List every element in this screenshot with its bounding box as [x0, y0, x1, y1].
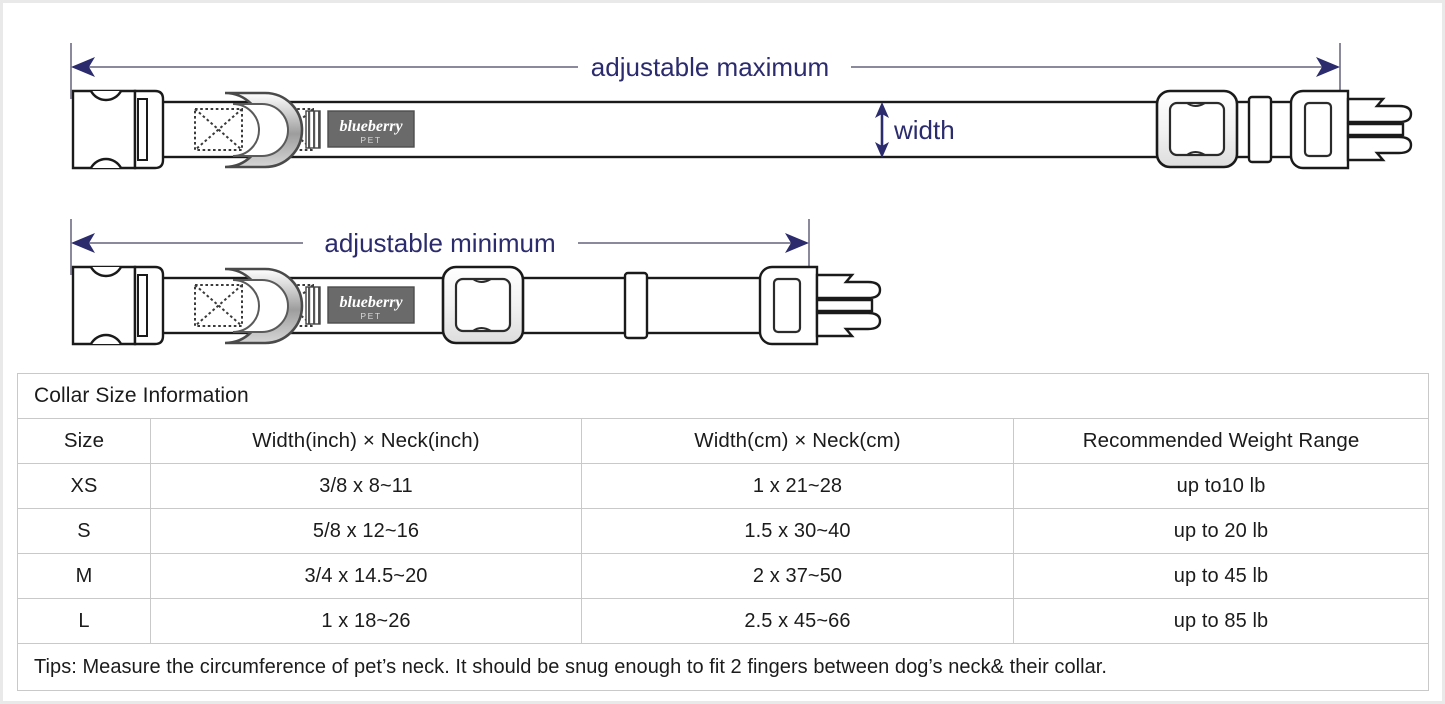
table-tips-row: Tips: Measure the circumference of pet’s…: [16, 643, 1430, 691]
header-size: Size: [17, 418, 151, 464]
slider-buckle-max: [1155, 89, 1239, 169]
cell-size: XS: [17, 463, 151, 509]
ribbed-keeper-max: [305, 110, 321, 149]
d-ring-inner-min: [232, 279, 289, 333]
buckle-notch-top-max: [89, 90, 123, 102]
brand-tag-max: blueberry PET: [327, 110, 415, 148]
buckle-prong-bottom-min: [815, 311, 882, 338]
table-row: XS 3/8 x 8~11 1 x 21~28 up to10 lb: [17, 463, 1430, 509]
cell-weight: up to10 lb: [1012, 463, 1430, 509]
arrow-width-down: [875, 142, 889, 158]
arrow-left-max: [71, 57, 95, 77]
table-title: Collar Size Information: [16, 373, 1430, 419]
brand-tag-name-min: blueberry: [339, 294, 403, 311]
label-adjustable-maximum: adjustable maximum: [591, 52, 829, 82]
header-weight-range: Recommended Weight Range: [1012, 418, 1430, 464]
header-width-inch: Width(inch) × Neck(inch): [150, 418, 582, 464]
cell-inch: 5/8 x 12~16: [150, 508, 582, 554]
brand-tag-name-max: blueberry: [339, 118, 403, 135]
cell-cm: 1.5 x 30~40: [581, 508, 1014, 554]
buckle-notch-top-min: [89, 266, 123, 278]
slider-buckle-min: [441, 265, 525, 345]
cell-weight: up to 20 lb: [1012, 508, 1430, 554]
buckle-prong-mid-max: [1346, 122, 1405, 137]
table-row: M 3/4 x 14.5~20 2 x 37~50 up to 45 lb: [17, 553, 1430, 599]
buckle-prong-bottom-max: [1346, 135, 1413, 162]
cell-inch: 3/4 x 14.5~20: [150, 553, 582, 599]
buckle-notch-bottom-min: [89, 333, 123, 345]
brand-tag-sub-max: PET: [360, 135, 381, 145]
table-title-row: Collar Size Information: [16, 373, 1430, 419]
width-dimension: width: [875, 102, 955, 158]
arrow-right-min: [785, 233, 809, 253]
collar-size-table-wrap: Collar Size Information Size Width(inch)…: [16, 373, 1430, 695]
collar-max-group: adjustable maximum: [70, 43, 1413, 170]
arrow-right-max: [1316, 57, 1340, 77]
cell-inch: 3/8 x 8~11: [150, 463, 582, 509]
buckle-prong-top-max: [1346, 97, 1413, 124]
buckle-female-body-max: [71, 89, 137, 170]
buckle-male-min: [758, 265, 882, 346]
stitch-box-a-min: [194, 284, 243, 327]
d-ring-inner-max: [232, 103, 289, 157]
arrow-width-up: [875, 102, 889, 118]
table-header-row: Size Width(inch) × Neck(inch) Width(cm) …: [17, 418, 1430, 464]
cell-cm: 2.5 x 45~66: [581, 598, 1014, 644]
ribbed-keeper-min: [305, 286, 321, 325]
label-adjustable-minimum: adjustable minimum: [324, 228, 555, 258]
tips-text: Tips: Measure the circumference of pet’s…: [16, 643, 1430, 691]
keeper-loop-min: [623, 271, 649, 340]
buckle-female-body-min: [71, 265, 137, 346]
cell-inch: 1 x 18~26: [150, 598, 582, 644]
cell-cm: 1 x 21~28: [581, 463, 1014, 509]
buckle-male-max: [1289, 89, 1413, 170]
cell-weight: up to 45 lb: [1012, 553, 1430, 599]
collar-diagram: adjustable maximum: [3, 3, 1442, 369]
label-width: width: [893, 115, 955, 145]
cell-size: M: [17, 553, 151, 599]
brand-tag-min: blueberry PET: [327, 286, 415, 324]
buckle-notch-bottom-max: [89, 157, 123, 169]
arrow-left-min: [71, 233, 95, 253]
table-row: S 5/8 x 12~16 1.5 x 30~40 up to 20 lb: [17, 508, 1430, 554]
stitch-box-a-max: [194, 108, 243, 151]
cell-size: L: [17, 598, 151, 644]
header-width-cm: Width(cm) × Neck(cm): [581, 418, 1014, 464]
cell-size: S: [17, 508, 151, 554]
buckle-bar-max: [137, 98, 148, 161]
collar-min-group: adjustable minimum bluebe: [70, 219, 882, 346]
cell-cm: 2 x 37~50: [581, 553, 1014, 599]
buckle-prong-top-min: [815, 273, 882, 300]
keeper-loop-max: [1247, 95, 1273, 164]
table-row: L 1 x 18~26 2.5 x 45~66 up to 85 lb: [17, 598, 1430, 644]
brand-tag-sub-min: PET: [360, 311, 381, 321]
buckle-bar-min: [137, 274, 148, 337]
collar-size-table: Collar Size Information Size Width(inch)…: [16, 373, 1430, 691]
buckle-prong-mid-min: [815, 298, 874, 313]
cell-weight: up to 85 lb: [1012, 598, 1430, 644]
